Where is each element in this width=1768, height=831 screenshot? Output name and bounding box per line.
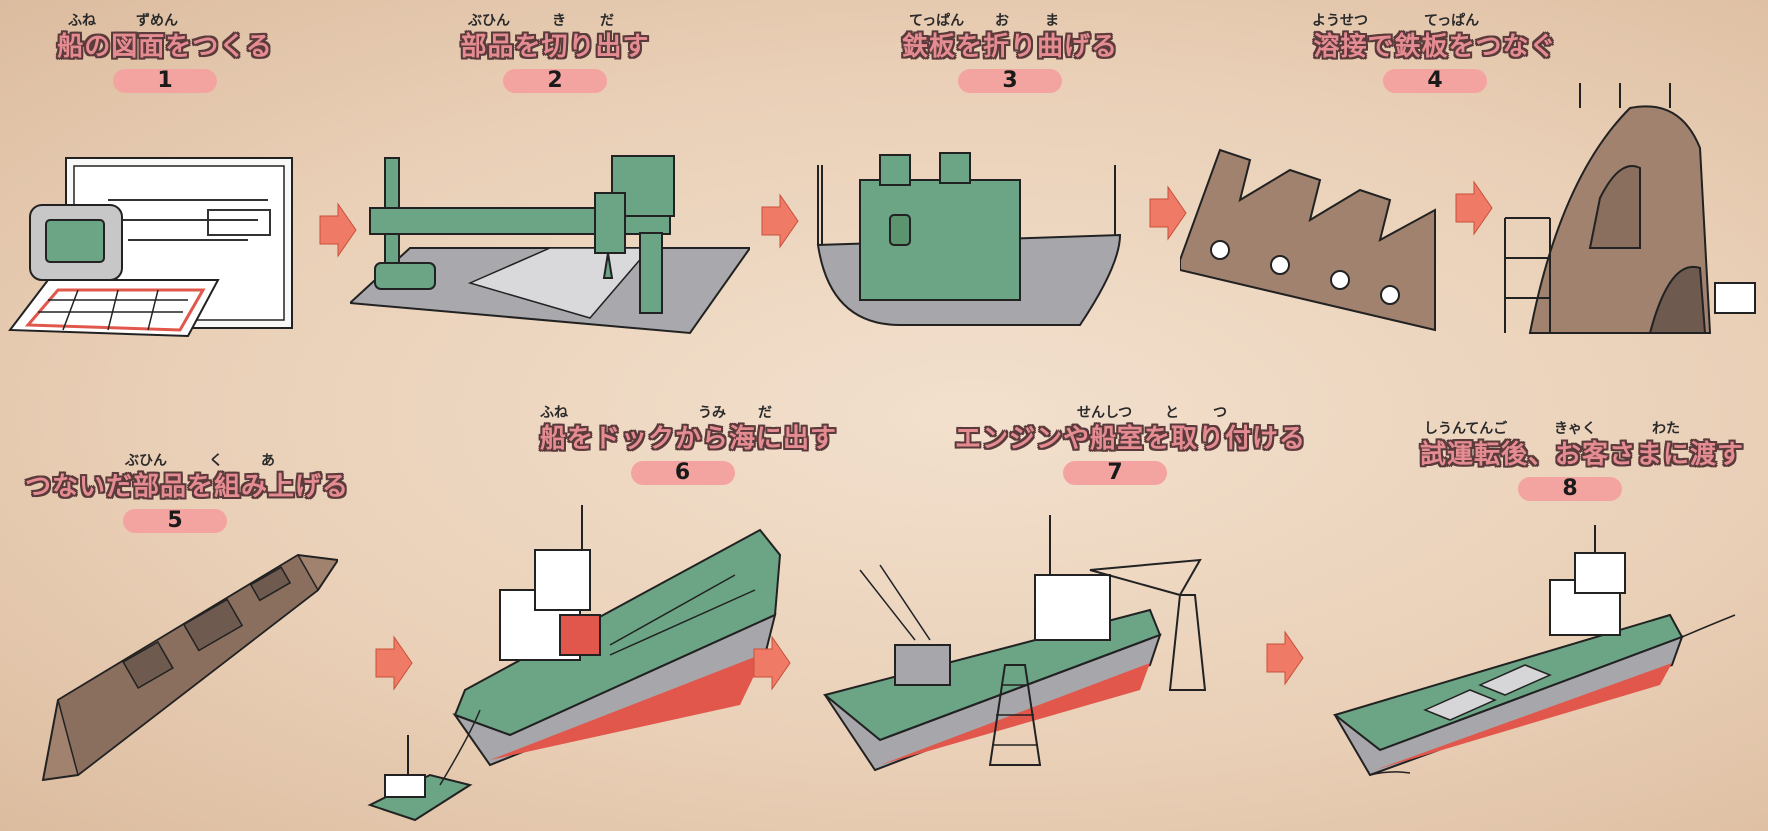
ruby-text: つ: [1213, 402, 1227, 422]
ruby-text: てっぱん: [909, 10, 964, 30]
ruby-text: だ: [758, 402, 772, 422]
step-3-number-badge: 3: [958, 69, 1062, 93]
ruby-text: だ: [600, 10, 614, 30]
ruby-text: ふね: [68, 10, 96, 30]
ruby-text: ぶひん: [468, 10, 510, 30]
step-8-ruby: しうんてんご きゃく わた: [1420, 418, 1720, 434]
ruby-text: ずめん: [136, 10, 178, 30]
step-7: せんしつ と つ エンジンや船室を取り付ける 7: [955, 402, 1275, 485]
step-2-ruby: ぶひん き だ: [440, 10, 670, 26]
ruby-text: お: [995, 10, 1009, 30]
step-5-ruby: ぶひん く あ: [25, 450, 325, 466]
ruby-text: ふね: [540, 402, 568, 422]
step-6: ふね うみ だ 船をドックから海に出す 6: [540, 402, 825, 485]
blueprint-computer-illustration: [8, 150, 293, 340]
ruby-text: く: [209, 450, 223, 470]
step-2-number-badge: 2: [503, 69, 607, 93]
right-arrow-icon: [752, 635, 792, 691]
step-2-title: 部品を切り出す: [440, 26, 670, 63]
ruby-text: うみ: [698, 402, 726, 422]
ruby-text: ま: [1045, 10, 1059, 30]
right-arrow-icon: [1265, 630, 1305, 686]
step-4-number-badge: 4: [1383, 69, 1487, 93]
step-3-title: 鉄板を折り曲げる: [895, 26, 1125, 63]
ruby-text: わた: [1652, 418, 1680, 438]
bent-steel-plate-illustration: [810, 145, 1135, 335]
ruby-text: せんしつ: [1077, 402, 1132, 422]
ruby-text: てっぱん: [1424, 10, 1479, 30]
step-8-number-badge: 8: [1518, 477, 1622, 501]
ruby-text: ようせつ: [1312, 10, 1368, 30]
assembled-hull-illustration: [38, 550, 338, 795]
step-6-ruby: ふね うみ だ: [540, 402, 825, 418]
step-4-ruby: ようせつ てっぱん: [1310, 10, 1560, 26]
step-7-ruby: せんしつ と つ: [955, 402, 1275, 418]
step-8-title: 試運転後、お客さまに渡す: [1420, 434, 1720, 471]
ship-launch-illustration: [360, 505, 785, 825]
step-7-number-badge: 7: [1063, 461, 1167, 485]
step-6-number-badge: 6: [631, 461, 735, 485]
delivered-ship-illustration: [1330, 525, 1740, 785]
step-2: ぶひん き だ 部品を切り出す 2: [440, 10, 670, 93]
outfitting-crane-illustration: [820, 515, 1240, 795]
step-1-title: 船の図面をつくる: [40, 26, 290, 63]
step-3: てっぱん お ま 鉄板を折り曲げる 3: [895, 10, 1125, 93]
step-1-number-badge: 1: [113, 69, 217, 93]
ruby-text: あ: [261, 450, 275, 470]
step-1-ruby: ふね ずめん: [40, 10, 290, 26]
step-4-title: 溶接で鉄板をつなぐ: [1310, 26, 1560, 63]
step-3-ruby: てっぱん お ま: [895, 10, 1125, 26]
ruby-text: しうんてんご: [1424, 418, 1507, 438]
step-1: ふね ずめん 船の図面をつくる 1: [40, 10, 290, 93]
cutting-machine-illustration: [350, 138, 750, 338]
ruby-text: き: [552, 10, 566, 30]
step-5-number-badge: 5: [123, 509, 227, 533]
ruby-text: きゃく: [1554, 418, 1596, 438]
step-7-title: エンジンや船室を取り付ける: [955, 418, 1275, 455]
ruby-text: と: [1165, 402, 1179, 422]
step-6-title: 船をドックから海に出す: [540, 418, 825, 455]
step-5: ぶひん く あ つないだ部品を組み上げる 5: [25, 450, 325, 533]
welded-block-illustration: [1500, 78, 1760, 338]
welded-frame-illustration: [1180, 140, 1440, 340]
right-arrow-icon: [760, 193, 800, 249]
ruby-text: ぶひん: [125, 450, 167, 470]
right-arrow-icon: [1454, 180, 1494, 236]
step-5-title: つないだ部品を組み上げる: [25, 466, 325, 503]
step-8: しうんてんご きゃく わた 試運転後、お客さまに渡す 8: [1420, 418, 1720, 501]
